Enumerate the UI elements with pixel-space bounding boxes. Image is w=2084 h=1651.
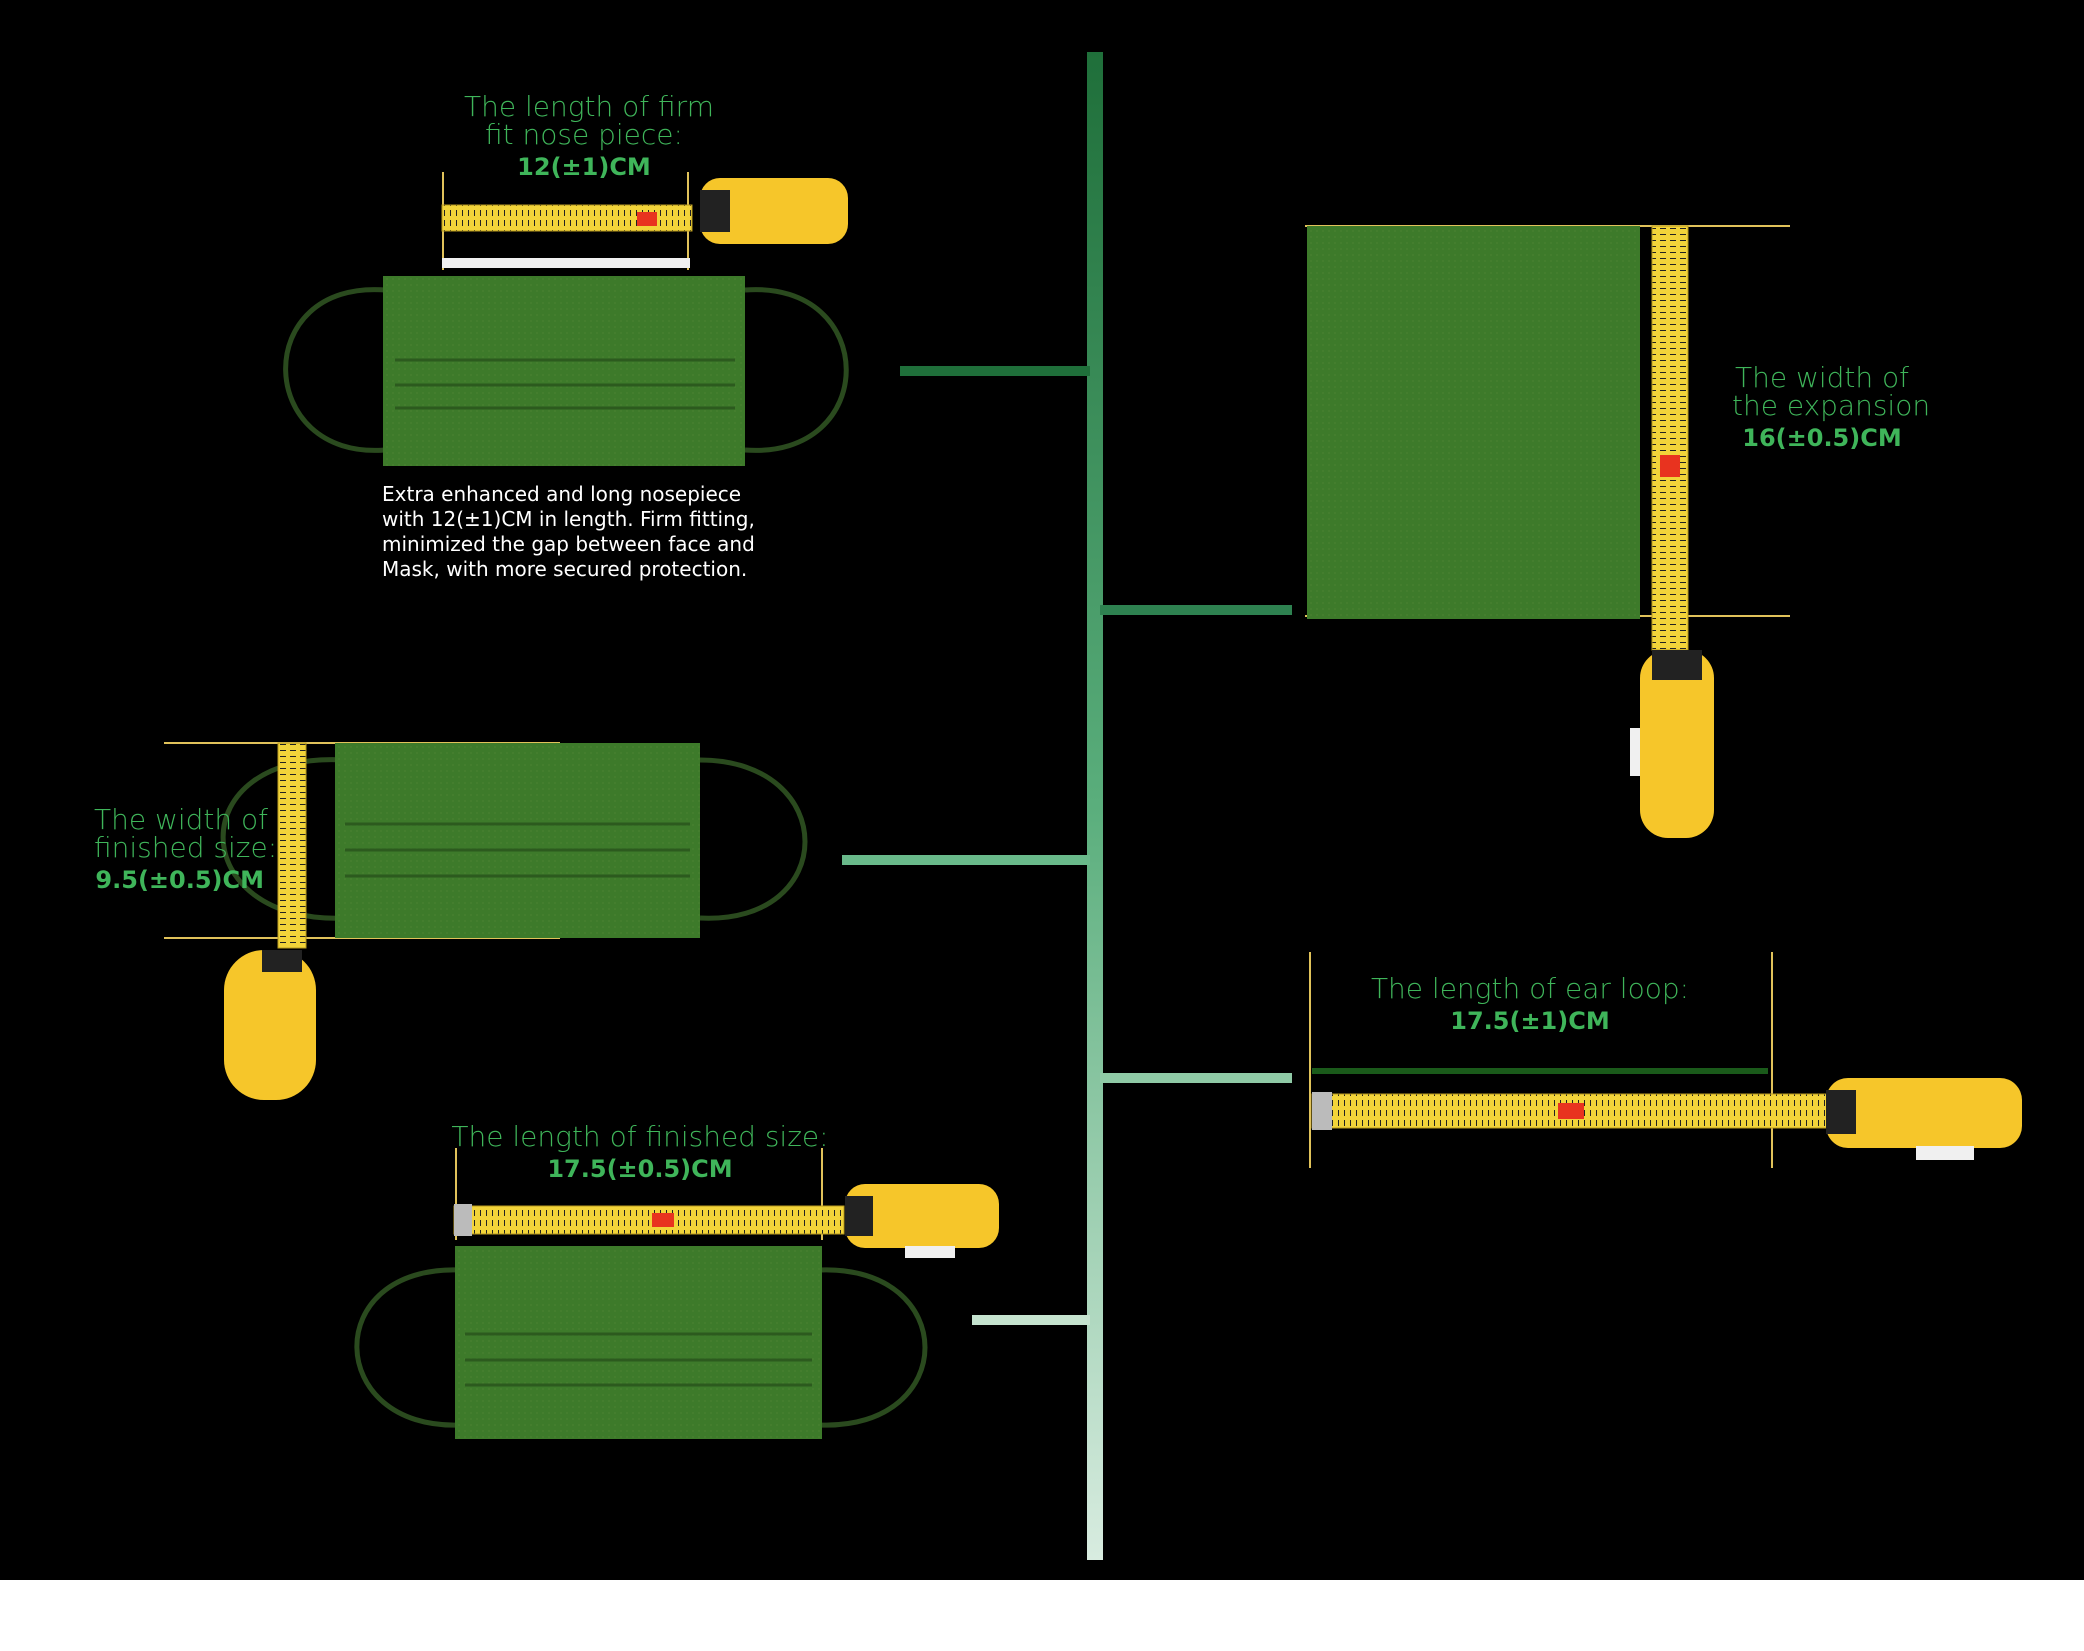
nose-piece-value: 12(±1)CM [517,153,651,181]
measuring-tape-width [224,742,316,1100]
description-line-3: minimized the gap between face and [382,532,755,556]
mask-nose [283,276,849,466]
finished-length-title: The length of finished size: [451,1120,829,1153]
finished-width-value: 9.5(±0.5)CM [95,866,264,894]
expansion-title-line1: The width of [1734,361,1910,394]
ear-loop-label: The length of ear loop: 17.5(±1)CM [1330,972,1730,1035]
expansion-label: The width of the expansion 16(±0.5)CM [1732,361,1931,452]
mask-expanded [1307,226,1640,619]
nose-piece-title-line2: fit nose piece: [485,118,683,151]
finished-length-value: 17.5(±0.5)CM [547,1155,733,1183]
nose-piece-photo [283,172,849,466]
measuring-tape-expansion [1630,225,1714,838]
ear-loop-value: 17.5(±1)CM [1450,1007,1610,1035]
branch-nose-piece [900,366,1090,376]
description-line-2: with 12(±1)CM in length. Firm fitting, [382,507,755,531]
finished-width-photo [164,742,808,1100]
mask-finished-width [220,743,808,938]
branch-finished-length [972,1315,1090,1325]
nose-piece-title-line1: The length of firm [464,90,714,123]
finished-width-label: The width of finished size: 9.5(±0.5)CM [94,803,278,894]
finished-length-photo [354,1148,999,1439]
branch-connectors [842,366,1292,1325]
branch-ear-loop [1100,1073,1292,1083]
expansion-value: 16(±0.5)CM [1742,424,1902,452]
nose-piece-description: Extra enhanced and long nosepiece with 1… [382,482,755,582]
branch-expansion [1100,605,1292,615]
measuring-tape-length [453,1184,999,1258]
description-line-4: Mask, with more secured protection. [382,557,748,581]
expansion-title-line2: the expansion [1732,389,1931,422]
graphics-layer [164,52,2022,1560]
finished-width-title-line1: The width of [94,803,269,836]
measuring-tape-ear-loop [1311,1078,2022,1160]
expansion-photo [1305,225,1790,838]
ear-loop-photo [1309,952,2022,1168]
branch-finished-width [842,855,1090,865]
ear-loop-title: The length of ear loop: [1370,972,1690,1005]
finished-length-label: The length of finished size: 17.5(±0.5)C… [440,1120,840,1183]
finished-width-title-line2: finished size: [94,831,278,864]
timeline-spine [1087,52,1103,1560]
description-line-1: Extra enhanced and long nosepiece [382,482,742,506]
measuring-tape-nose [441,178,848,268]
infographic-canvas: The length of firm fit nose piece: 12(±1… [0,0,2084,1580]
nose-piece-label: The length of firm fit nose piece: 12(±1… [464,90,714,181]
mask-finished-length [354,1246,928,1439]
